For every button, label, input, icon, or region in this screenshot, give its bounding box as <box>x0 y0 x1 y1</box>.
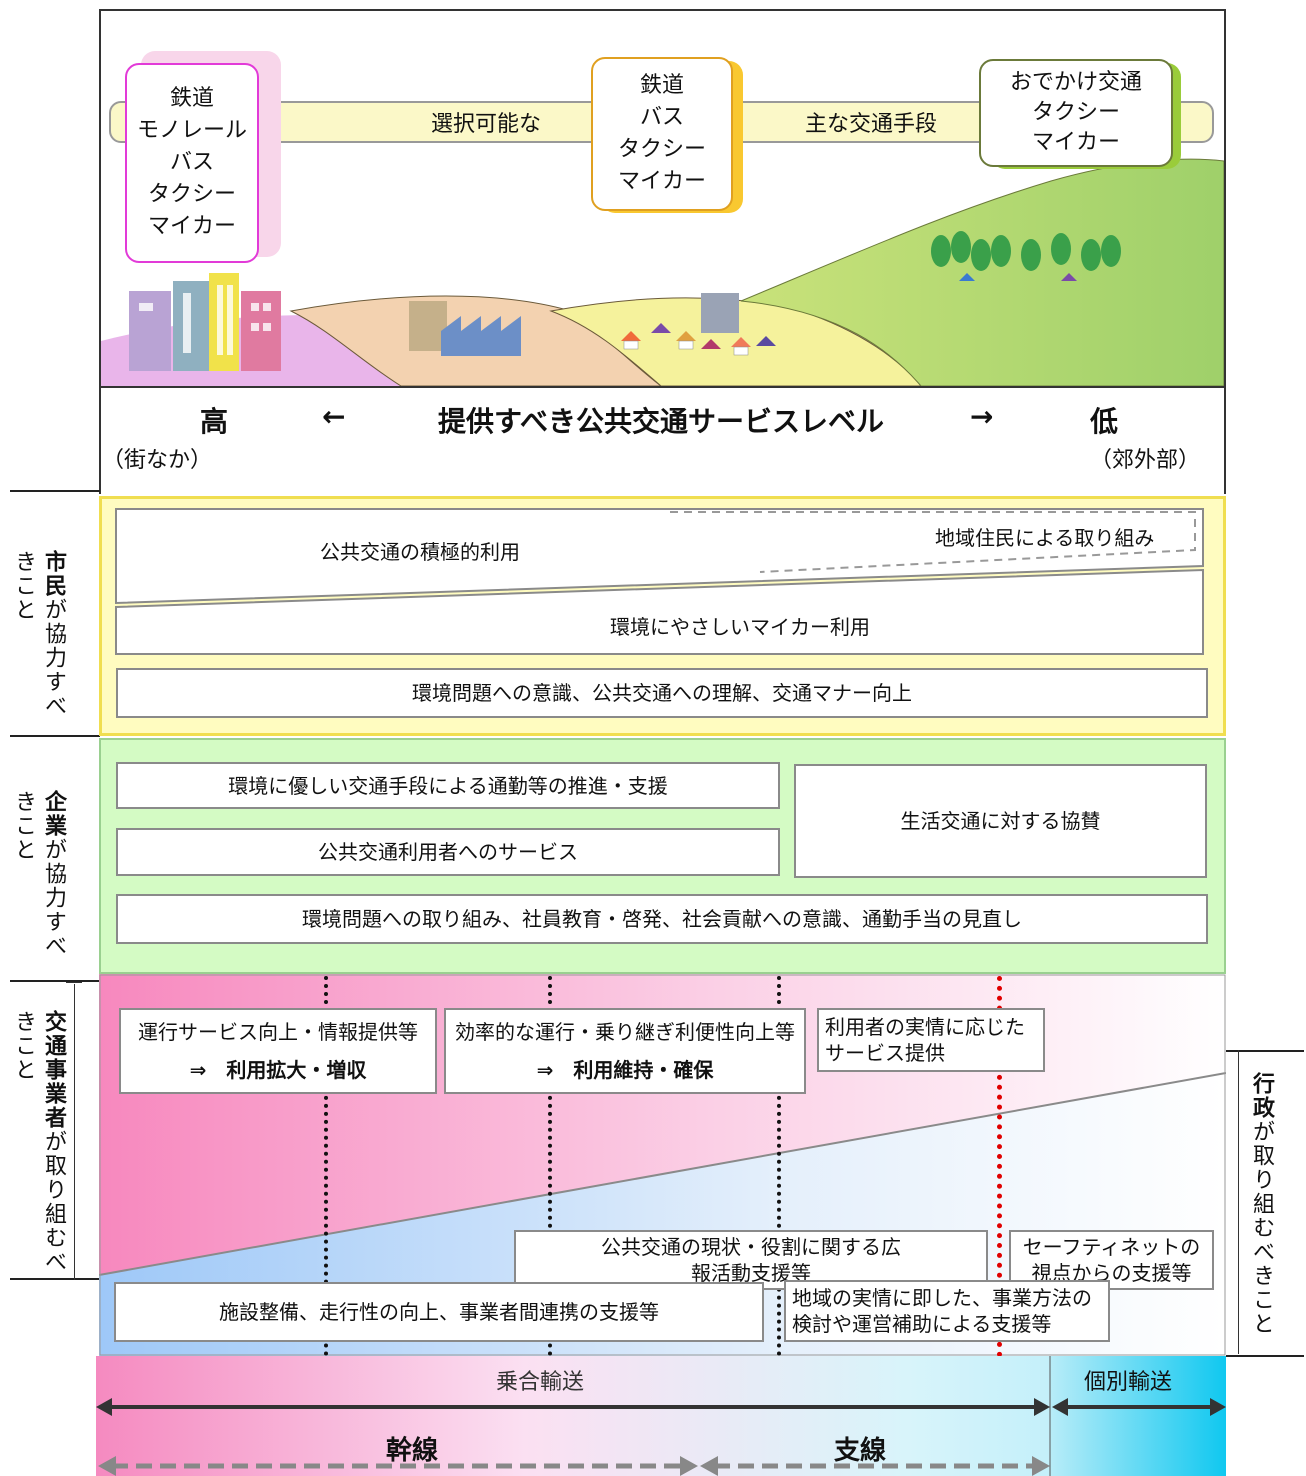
banner-right-text: 主な交通手段 <box>804 112 937 137</box>
operators-box2-line2: ⇒ 利用維持・確保 <box>536 1058 714 1082</box>
bubble-suburb-line: タクシー <box>1031 100 1120 125</box>
operators-box-maintain: 効率的な運行・乗り継ぎ利便性向上等 ⇒ 利用維持・確保 <box>444 1008 806 1094</box>
companies-service-text: 公共交通利用者へのサービス <box>318 840 578 864</box>
bubble-mid-line: マイカー <box>617 169 706 194</box>
government-facilities-text: 施設整備、走行性の向上、事業者間連携の支援等 <box>219 1300 659 1324</box>
transport-individual-label: 個別輸送 <box>1084 1370 1173 1395</box>
bubble-mid: 鉄道 バス タクシー マイカー <box>591 57 733 211</box>
divider-dotted <box>777 976 781 1356</box>
government-local-text: 地域の実情に即した、事業方法の検討や運営補助による支援等 <box>792 1286 1092 1336</box>
citizens-awareness-box: 環境問題への意識、公共交通への理解、交通マナー向上 <box>116 668 1208 718</box>
right-separator <box>1226 1355 1304 1357</box>
operators-side-rest2: 取り組むべきこと <box>11 1010 66 1274</box>
transport-bar <box>96 1356 1226 1476</box>
operators-box1-line1: 運行サービス向上・情報提供等 <box>138 1020 418 1044</box>
operators-side-bold: 交通事業者 <box>41 1010 66 1130</box>
citizens-side-label: 市民が協力すべきこと <box>8 550 68 730</box>
citizens-awareness-text: 環境問題への意識、公共交通への理解、交通マナー向上 <box>412 681 912 705</box>
citizens-local-efforts: 地域住民による取り組み <box>935 526 1155 550</box>
operators-box1-line2: ⇒ 利用拡大・増収 <box>189 1058 367 1082</box>
companies-side-bold: 企業 <box>41 790 66 838</box>
service-high-sub: （街なか） <box>102 448 213 473</box>
left-separator <box>10 735 100 737</box>
service-low-sub: （郊外部） <box>1090 448 1201 473</box>
landscape-scene: 選択可能な 主な交通手段 鉄道 モノレール バス タクシー マイカー 鉄道 バス… <box>99 9 1226 388</box>
transport-trunk-label: 幹線 <box>386 1436 439 1466</box>
divider-dotted <box>324 976 328 1356</box>
bubble-city-line: 鉄道 <box>169 86 214 111</box>
government-safety-net-box: セーフティネットの視点からの支援等 <box>1009 1230 1214 1290</box>
bubble-suburb-line: マイカー <box>1031 130 1120 155</box>
bubble-city-line: バス <box>169 150 214 175</box>
government-side-rest1: が <box>1249 1120 1274 1144</box>
government-side-label: 行政が取り組むべきこと <box>1246 1072 1276 1352</box>
operators-arrow-top <box>66 982 82 993</box>
service-arrow-right: → <box>970 400 994 433</box>
companies-service-box: 公共交通利用者へのサービス <box>116 828 780 876</box>
left-separator <box>10 980 100 982</box>
transport-shared-label: 乗合輸送 <box>496 1370 585 1395</box>
service-low: 低 <box>1090 405 1119 438</box>
government-pr-text: 公共交通の現状・役割に関する広報活動支援等 <box>601 1235 901 1285</box>
citizens-side-bold: 市民 <box>41 550 66 598</box>
citizens-trapezoid <box>115 508 1204 655</box>
companies-side-label: 企業が協力すべきこと <box>8 790 68 970</box>
citizens-eco-car: 環境にやさしいマイカー利用 <box>610 615 870 639</box>
operators-box-increase: 運行サービス向上・情報提供等 ⇒ 利用拡大・増収 <box>119 1008 437 1094</box>
bubble-mid-line: バス <box>639 105 684 130</box>
operators-box-user-service: 利用者の実情に応じたサービス提供 <box>817 1008 1045 1072</box>
operators-side-label: 交通事業者が取り組むべきこと <box>8 1010 68 1280</box>
operators-double-arrow <box>74 984 75 1280</box>
operators-box3-text: 利用者の実情に応じたサービス提供 <box>825 1015 1025 1065</box>
divider-dotted <box>548 976 552 1356</box>
operators-side-rest1: が <box>41 1130 66 1154</box>
bubble-city-line: マイカー <box>147 214 236 239</box>
landscape-illustration <box>101 158 1224 386</box>
bubble-city: 鉄道 モノレール バス タクシー マイカー <box>125 63 259 263</box>
bubble-city-line: モノレール <box>136 118 247 143</box>
bubble-mid-line: 鉄道 <box>639 73 684 98</box>
banner-left-text: 選択可能な <box>430 112 541 137</box>
bubble-suburb: おでかけ交通 タクシー マイカー <box>979 59 1173 167</box>
companies-sponsor-box: 生活交通に対する協賛 <box>794 764 1207 878</box>
bubble-suburb-line: おでかけ交通 <box>1009 70 1142 95</box>
companies-education-text: 環境問題への取り組み、社員教育・啓発、社会貢献への意識、通勤手当の見直し <box>302 907 1022 931</box>
service-arrow-left: ← <box>322 400 346 433</box>
government-double-arrow <box>1238 1050 1239 1354</box>
service-level-title: 提供すべき公共交通サービスレベル <box>438 405 885 438</box>
government-side-rest2: 取り組むべきこと <box>1249 1144 1274 1336</box>
companies-commute-box: 環境に優しい交通手段による通勤等の推進・支援 <box>116 762 780 809</box>
divider-red-dotted <box>997 976 1002 1476</box>
bubble-city-line: タクシー <box>147 182 236 207</box>
companies-side-rest: が協力すべきこと <box>11 790 66 958</box>
government-side-bold: 行政 <box>1249 1072 1274 1120</box>
left-separator <box>10 1278 100 1280</box>
left-separator <box>10 490 100 492</box>
citizens-active-use: 公共交通の積極的利用 <box>320 540 520 564</box>
companies-commute-text: 環境に優しい交通手段による通勤等の推進・支援 <box>228 773 668 798</box>
operators-box2-line1: 効率的な運行・乗り継ぎ利便性向上等 <box>455 1020 795 1044</box>
transport-branch-label: 支線 <box>834 1436 887 1466</box>
companies-sponsor-text: 生活交通に対する協賛 <box>900 809 1101 833</box>
service-level-row <box>99 388 1226 494</box>
government-safety-net-text: セーフティネットの視点からの支援等 <box>1022 1235 1201 1285</box>
bubble-mid-line: タクシー <box>617 137 706 162</box>
government-facilities-box: 施設整備、走行性の向上、事業者間連携の支援等 <box>114 1282 764 1342</box>
citizens-side-rest: が協力すべきこと <box>11 550 66 718</box>
service-high: 高 <box>200 405 229 438</box>
government-local-box: 地域の実情に即した、事業方法の検討や運営補助による支援等 <box>784 1280 1110 1342</box>
right-separator <box>1226 1050 1304 1052</box>
companies-education-box: 環境問題への取り組み、社員教育・啓発、社会貢献への意識、通勤手当の見直し <box>116 894 1208 944</box>
